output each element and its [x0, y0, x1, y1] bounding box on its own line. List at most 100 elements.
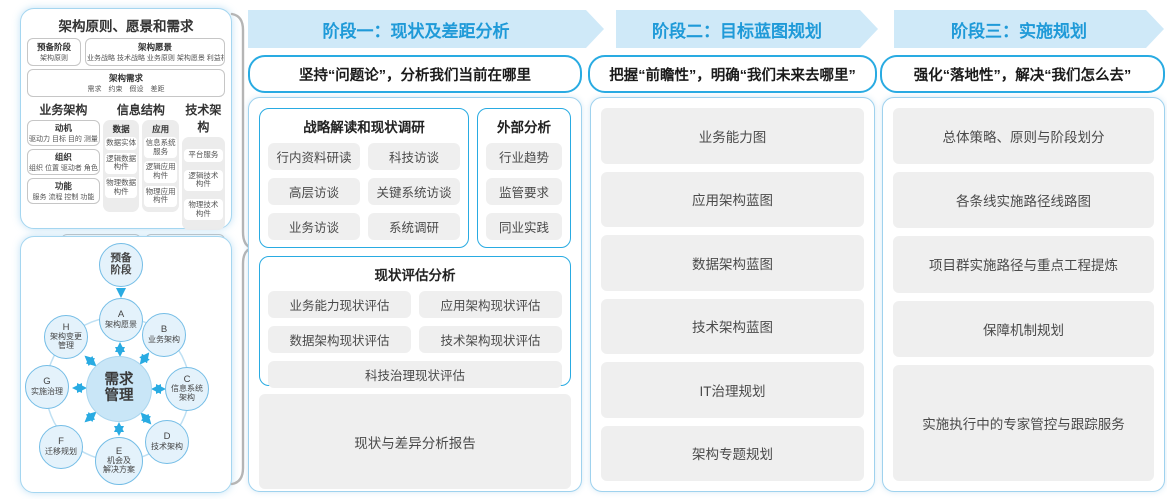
- item-data-architecture-assessment: 数据架构现状评估: [268, 326, 411, 353]
- requirements-sub: 需求 约束 假设 差距: [87, 86, 165, 93]
- adm-node-b-letter: B: [160, 324, 168, 336]
- adm-node-requirements-management: 需求 管理: [86, 356, 152, 422]
- motivation-sub: 驱动力 目标 目的 测量: [29, 136, 98, 143]
- item-peer-practices: 同业实践: [486, 213, 562, 240]
- physical-tech-box: 物理技术构件: [183, 198, 223, 221]
- item-system-research: 系统调研: [368, 213, 460, 240]
- adm-node-c-information-systems: C 信息系统 架构: [165, 367, 209, 411]
- data-group: 数据 数据实体 逻辑数据构件 物理数据构件: [102, 120, 140, 212]
- item-expert-control-tracking-service: 实施执行中的专家管控与跟踪服务: [893, 364, 1154, 481]
- adm-node-g-governance: G 实施治理: [25, 365, 69, 409]
- adm-node-g-letter: G: [43, 376, 51, 388]
- business-architecture-column: 业务架构 动机 驱动力 目标 目的 测量 组织 组织 位置 驱动者 角色 功能 …: [27, 101, 100, 230]
- item-data-architecture-blueprint: 数据架构蓝图: [601, 235, 864, 291]
- vision-title: 架构愿景: [137, 42, 172, 52]
- current-state-assessment-group: 现状评估分析 业务能力现状评估 应用架构现状评估 数据架构现状评估 技术架构现状…: [259, 256, 571, 388]
- phase1-content: 战略解读和现状调研 行内资料研读 科技访谈 高层访谈 关键系统访谈 业务访谈 系…: [248, 97, 582, 492]
- strategy-research-title: 战略解读和现状调研: [303, 120, 425, 135]
- organization-title: 组织: [54, 152, 72, 162]
- item-overall-strategy-phasing: 总体策略、原则与阶段划分: [893, 108, 1154, 165]
- phase1-subtitle-box: 坚持“问题论”，分析我们当前在哪里: [248, 55, 582, 93]
- adm-node-a-letter: A: [117, 309, 125, 321]
- function-box: 功能 服务 流程 控制 功能: [27, 178, 100, 204]
- prep-phase-box: 预备阶段 架构原则: [27, 38, 81, 66]
- technical-architecture-column: 技术架构 平台服务 逻辑技术构件 物理技术构件: [181, 101, 225, 231]
- external-analysis-title: 外部分析: [497, 120, 551, 135]
- adm-node-d-label: 技术架构: [151, 441, 183, 451]
- gap-analysis-report-box: 现状与差异分析报告: [259, 394, 571, 489]
- organization-box: 组织 组织 位置 驱动者 角色: [27, 149, 100, 175]
- item-it-governance-planning: IT治理规划: [601, 362, 864, 418]
- phase3-content: 总体策略、原则与阶段划分 各条线实施路径线路图 项目群实施路径与重点工程提炼 保…: [882, 97, 1165, 492]
- adm-node-h-change-management: H 架构变更 管理: [44, 315, 88, 359]
- phase3-subtitle-box: 强化“落地性”，解决“我们怎么去”: [880, 55, 1165, 93]
- external-analysis-group: 外部分析 行业趋势 监管要求 同业实践: [477, 108, 571, 248]
- vision-sub: 业务战略 技术战略 业务原则 架构愿景 利益相关者: [87, 55, 224, 62]
- data-group-title: 数据: [112, 124, 130, 134]
- phase3-header-text: 阶段三：实施规划: [951, 21, 1087, 41]
- adm-node-c-label: 信息系统 架构: [171, 384, 203, 403]
- phase2-subtitle-box: 把握“前瞻性”，明确“我们未来去哪里”: [588, 55, 877, 93]
- organization-sub: 组织 位置 驱动者 角色: [29, 165, 98, 172]
- panel-title: 架构原则、愿景和需求: [58, 19, 194, 34]
- item-business-capability-assessment: 业务能力现状评估: [268, 291, 411, 318]
- adm-node-e-letter: E: [115, 445, 123, 457]
- adm-node-f-label: 迁移规划: [45, 446, 77, 456]
- information-structure-column: 信息结构 数据 数据实体 逻辑数据构件 物理数据构件 应用 信息系统服务 逻辑应…: [102, 101, 179, 230]
- information-structure-header: 信息结构: [116, 103, 165, 117]
- adm-node-c-letter: C: [183, 373, 191, 385]
- business-architecture-header: 业务架构: [39, 103, 88, 117]
- phase2-header-band: 阶段二：目标蓝图规划: [616, 10, 878, 48]
- application-group-title: 应用: [152, 124, 170, 134]
- adm-node-h-letter: H: [62, 321, 70, 333]
- adm-node-a-vision: A 架构愿景: [99, 298, 143, 342]
- item-executive-interviews: 高层访谈: [268, 178, 360, 205]
- logical-app-box: 逻辑应用构件: [144, 161, 177, 183]
- adm-node-f-migration: F 迁移规划: [39, 425, 83, 469]
- item-business-interviews: 业务访谈: [268, 213, 360, 240]
- application-group: 应用 信息系统服务 逻辑应用构件 物理应用构件: [142, 120, 179, 212]
- phase2-content: 业务能力图 应用架构蓝图 数据架构蓝图 技术架构蓝图 IT治理规划 架构专题规划: [590, 97, 875, 492]
- adm-node-b-label: 业务架构: [148, 334, 180, 344]
- item-internal-materials: 行内资料研读: [268, 143, 360, 170]
- item-tech-interviews: 科技访谈: [368, 143, 460, 170]
- item-business-capability-map: 业务能力图: [601, 108, 864, 164]
- phase3-subtitle-text: 强化“落地性”，解决“我们怎么去”: [913, 67, 1132, 84]
- function-title: 功能: [54, 181, 72, 191]
- item-application-architecture-assessment: 应用架构现状评估: [419, 291, 562, 318]
- logical-tech-box: 逻辑技术构件: [183, 169, 223, 191]
- logical-data-box: 逻辑数据构件: [104, 152, 138, 174]
- architecture-principles-panel: 架构原则、愿景和需求 预备阶段 架构原则 架构愿景 业务战略 技术战略 业务原则…: [20, 8, 232, 271]
- item-technical-architecture-assessment: 技术架构现状评估: [419, 326, 562, 353]
- item-line-implementation-roadmap: 各条线实施路径线路图: [893, 172, 1154, 229]
- item-industry-trends: 行业趋势: [486, 143, 562, 170]
- physical-app-box: 物理应用构件: [144, 185, 177, 207]
- requirements-title: 架构需求: [108, 73, 143, 83]
- prep-phase-sub: 架构原则: [40, 55, 68, 62]
- adm-center-label: 需求 管理: [104, 372, 134, 404]
- architecture-requirements-box: 架构需求 需求 约束 假设 差距: [27, 69, 225, 97]
- item-regulatory-requirements: 监管要求: [486, 178, 562, 205]
- item-architecture-special-planning: 架构专题规划: [601, 425, 864, 481]
- adm-node-d-letter: D: [163, 431, 171, 443]
- adm-cycle-panel: 预备 阶段 需求 管理 A 架构愿景 B 业务架构 C 信息系统 架构 D 技术…: [20, 236, 232, 493]
- phase2-subtitle-text: 把握“前瞻性”，明确“我们未来去哪里”: [609, 67, 856, 84]
- adm-node-h-label: 架构变更 管理: [50, 332, 82, 351]
- motivation-box: 动机 驱动力 目标 目的 测量: [27, 120, 100, 146]
- motivation-title: 动机: [54, 123, 72, 133]
- adm-node-f-letter: F: [58, 436, 64, 448]
- item-program-path-key-projects: 项目群实施路径与重点工程提炼: [893, 236, 1154, 293]
- phase1-header-band: 阶段一：现状及差距分析: [248, 10, 604, 48]
- adm-node-a-label: 架构愿景: [105, 319, 137, 329]
- phase3-header-band: 阶段三：实施规划: [894, 10, 1164, 48]
- item-safeguard-mechanism-planning: 保障机制规划: [893, 300, 1154, 357]
- adm-node-preliminary-label: 预备 阶段: [110, 252, 132, 276]
- phase1-subtitle-text: 坚持“问题论”，分析我们当前在哪里: [299, 67, 531, 84]
- platform-service-box: 平台服务: [183, 149, 223, 162]
- adm-node-g-label: 实施治理: [31, 386, 63, 396]
- architecture-vision-box: 架构愿景 业务战略 技术战略 业务原则 架构愿景 利益相关者: [85, 38, 225, 66]
- function-sub: 服务 流程 控制 功能: [32, 194, 95, 201]
- prep-phase-title: 预备阶段: [36, 42, 71, 52]
- adm-node-d-technology: D 技术架构: [145, 420, 189, 464]
